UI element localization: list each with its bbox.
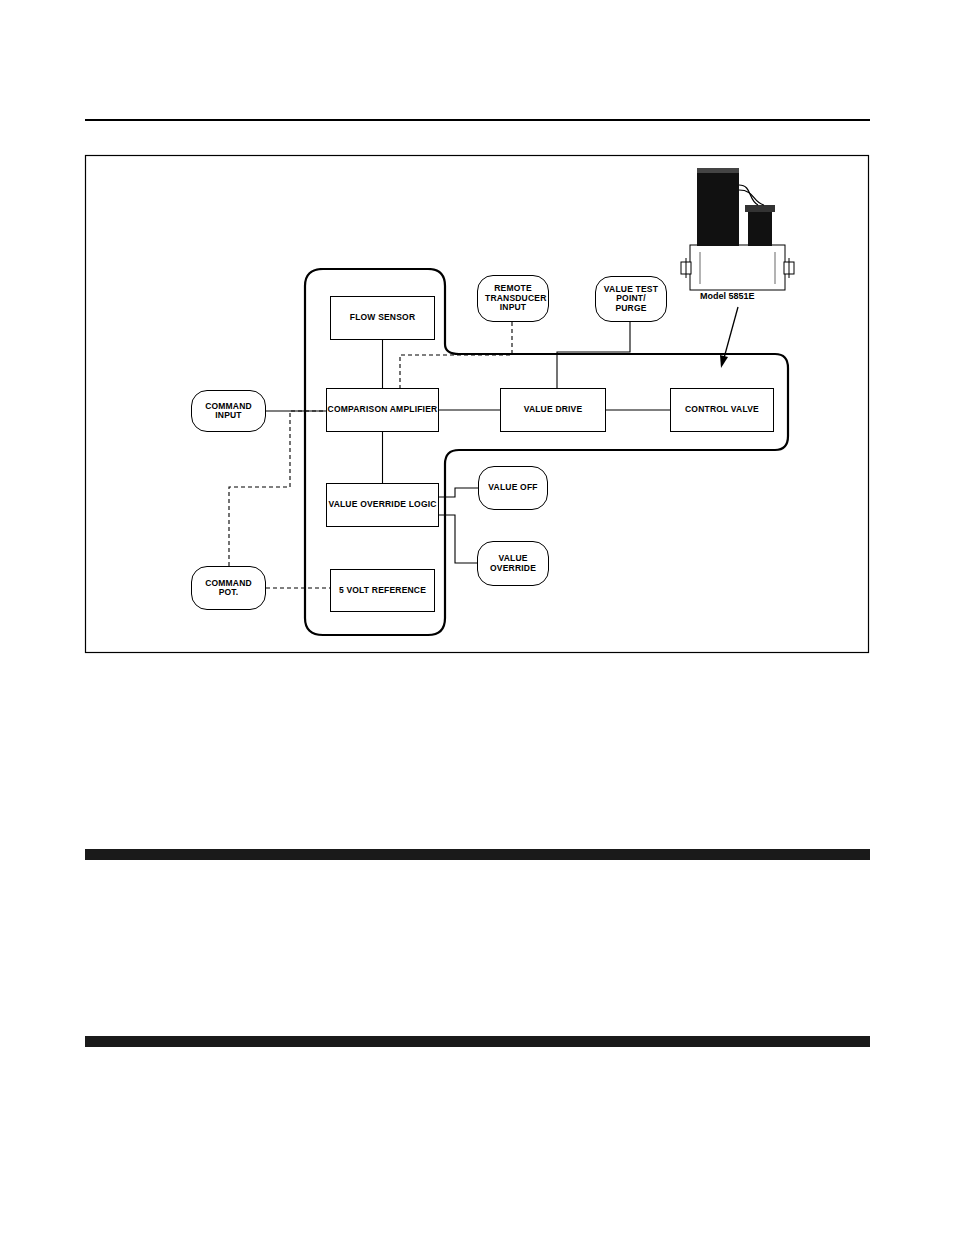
controller-outline: Model 5851E FLOW SENSOR COMPARISON AMPLIFI… bbox=[303, 268, 790, 637]
signal-line bbox=[382, 432, 383, 483]
box-label: VALUE DRIVE bbox=[524, 405, 583, 414]
leader-arrowhead bbox=[720, 355, 728, 368]
process-box: FLOW SENSOR bbox=[330, 296, 435, 340]
signal-line bbox=[606, 409, 670, 410]
signal-line bbox=[439, 409, 500, 410]
io-terminal: COMMAND INPUT bbox=[191, 390, 266, 432]
io-terminal: REMOTE TRANSDUCER INPUT bbox=[477, 275, 549, 322]
box-label: COMMAND INPUT bbox=[199, 402, 258, 421]
box-label: VALUE OVERRIDE LOGIC bbox=[328, 500, 436, 509]
box-label: VALUE OVERRIDE bbox=[485, 554, 541, 573]
box-label: COMPARISON AMPLIFIER bbox=[328, 405, 438, 414]
signal-line bbox=[266, 410, 326, 411]
box-label: VALUE OFF bbox=[488, 483, 537, 492]
optional-signal-line bbox=[266, 587, 330, 588]
box-label: 5 VOLT REFERENCE bbox=[339, 586, 426, 595]
process-box: CONTROL VALVE bbox=[670, 388, 774, 432]
box-label: FLOW SENSOR bbox=[350, 313, 415, 322]
section-bar bbox=[85, 1036, 870, 1047]
box-label: VALUE TEST POINT/ PURGE bbox=[603, 285, 659, 313]
model-name: Model 5851E bbox=[699, 291, 756, 301]
process-box: COMPARISON AMPLIFIER bbox=[326, 388, 439, 432]
io-terminal: VALUE OFF bbox=[478, 466, 548, 510]
controller-illustration bbox=[681, 168, 794, 290]
io-terminal: VALUE OVERRIDE bbox=[477, 541, 549, 586]
top-rule bbox=[85, 119, 870, 121]
box-label: REMOTE TRANSDUCER INPUT bbox=[485, 284, 541, 312]
io-terminal: COMMAND POT. bbox=[191, 566, 266, 610]
process-box: VALUE DRIVE bbox=[500, 388, 606, 432]
signal-line bbox=[382, 340, 383, 388]
optional-signal-line bbox=[229, 411, 326, 566]
process-box: VALUE OVERRIDE LOGIC bbox=[326, 483, 439, 527]
figure-frame bbox=[86, 156, 869, 653]
leader-line bbox=[724, 307, 738, 358]
box-label: COMMAND POT. bbox=[199, 579, 258, 598]
section-bar bbox=[85, 849, 870, 860]
box-label: CONTROL VALVE bbox=[685, 405, 759, 414]
io-terminal: VALUE TEST POINT/ PURGE bbox=[595, 276, 667, 322]
process-box: 5 VOLT REFERENCE bbox=[330, 569, 435, 612]
